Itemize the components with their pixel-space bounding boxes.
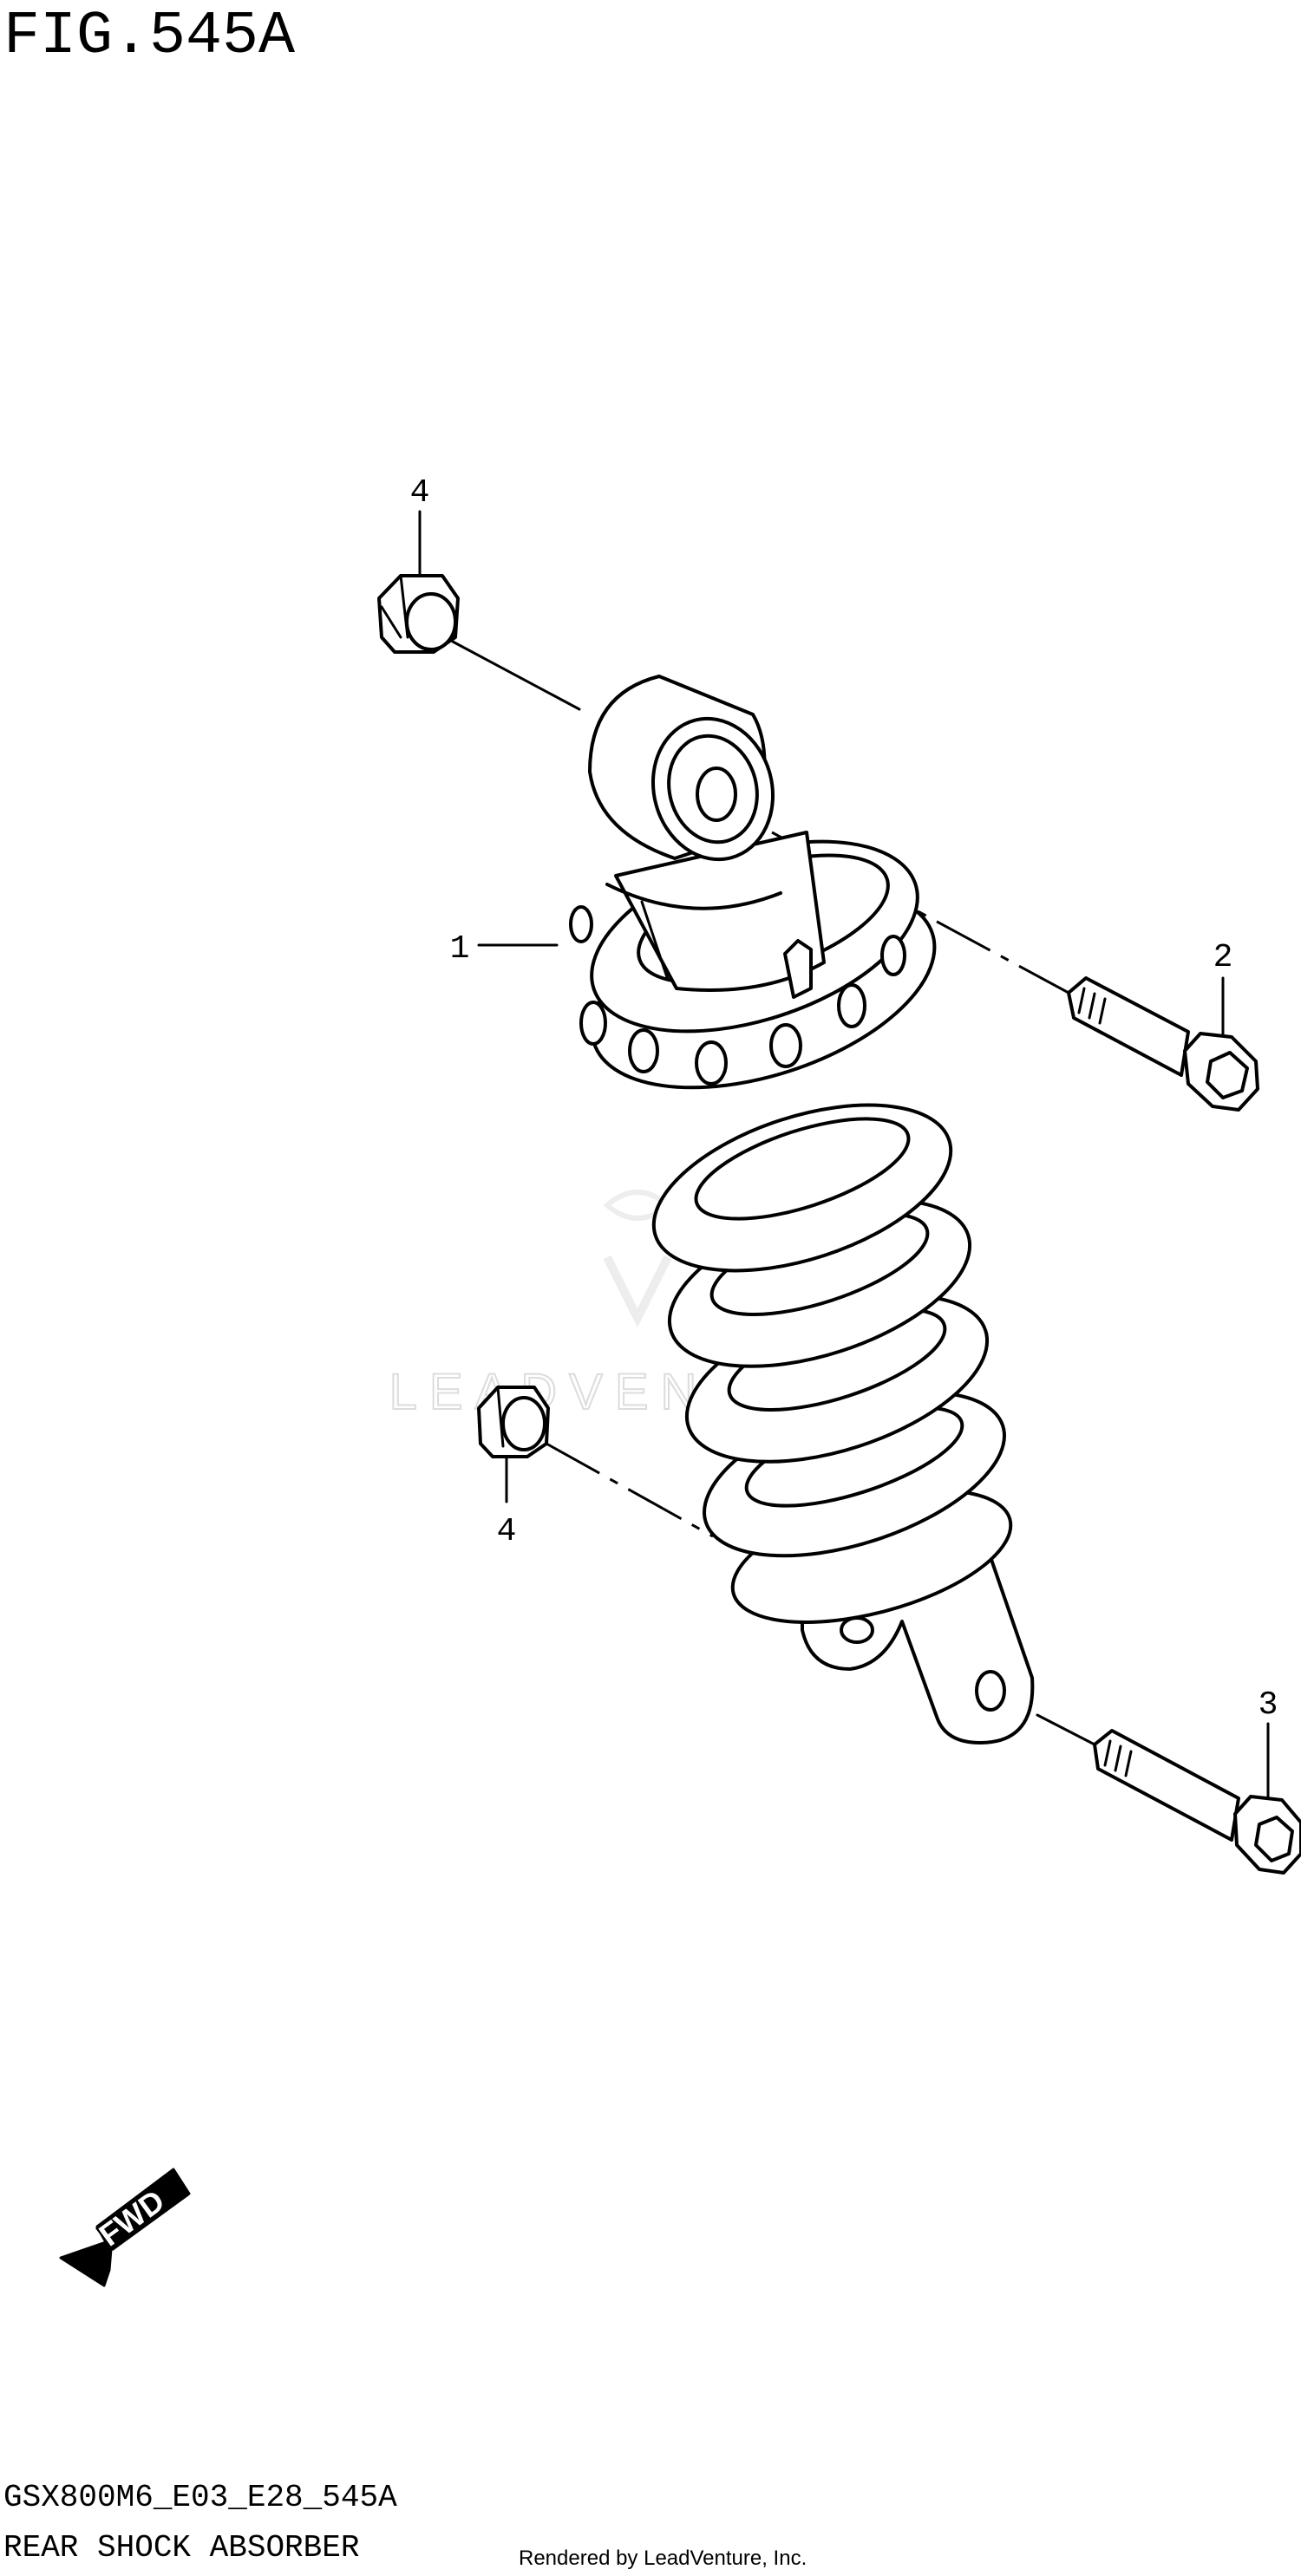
callout-1-label: 1: [450, 930, 470, 968]
callout-2-label: 2: [1213, 939, 1233, 976]
figure-title: FIG.545A: [3, 3, 295, 71]
axis-lower-bolt: [1036, 1713, 1096, 1746]
fwd-arrow: FWD: [59, 2168, 191, 2287]
upper-body: [614, 831, 826, 992]
lower-nut: [477, 1386, 550, 1458]
callouts: 1 2 3 4 4: [410, 474, 1278, 1724]
upper-bolt: [1067, 976, 1259, 1112]
callout-4-lower-label: 4: [497, 1513, 517, 1550]
axis-lower-nut: [546, 1442, 714, 1538]
figure-code: GSX800M6_E03_E28_545A: [3, 2480, 397, 2515]
spring-coils: [651, 1103, 1006, 1558]
lower-bolt: [1093, 1729, 1301, 1875]
shock-absorber: [569, 675, 1035, 1745]
figure-name: REAR SHOCK ABSORBER: [3, 2530, 359, 2566]
axis-upper-nut: [451, 640, 581, 711]
render-credit: Rendered by LeadVenture, Inc.: [519, 2547, 807, 2570]
top-eye: [588, 675, 782, 910]
upper-nut: [377, 574, 460, 654]
callout-4-upper-label: 4: [410, 474, 430, 512]
callout-3-label: 3: [1259, 1686, 1278, 1724]
